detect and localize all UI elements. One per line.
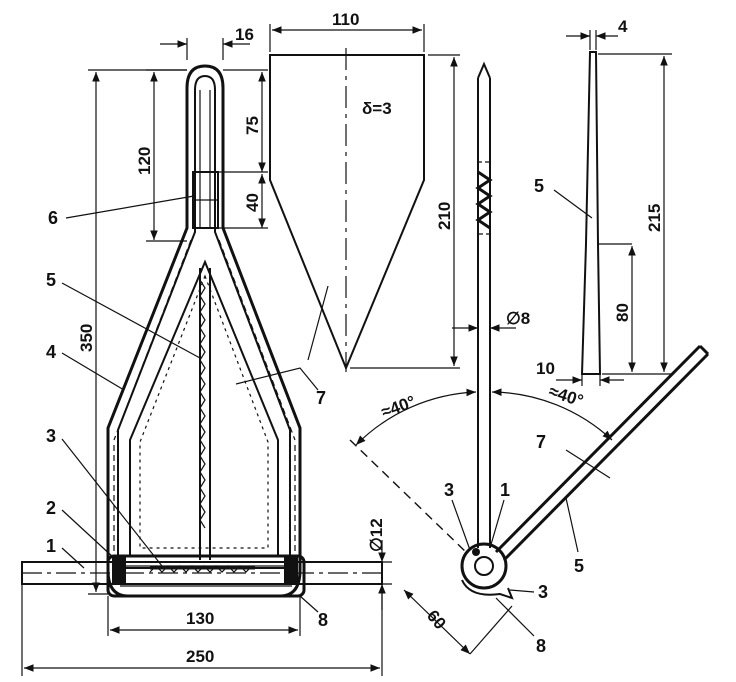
angle-right-label: ≈40° <box>546 382 585 411</box>
dim-10-label: 10 <box>536 359 555 378</box>
side-view: ∅8 ≈40° ≈40° 60 <box>349 61 710 656</box>
dim-16-label: 16 <box>235 25 254 44</box>
dim-8: ∅8 <box>452 309 530 332</box>
part-label-2: 2 <box>46 498 56 518</box>
dim-120: 120 <box>135 69 187 242</box>
thickness-label: δ=3 <box>362 99 392 118</box>
dim-12: ∅12 <box>367 518 392 610</box>
side-dashed-axis <box>349 439 469 555</box>
side-shank <box>475 61 493 548</box>
dim-350-label: 350 <box>77 324 96 352</box>
dim-75: 75 <box>218 69 268 173</box>
side-part-labels: 3 1 3 8 7 5 <box>444 432 611 656</box>
part-label-1: 1 <box>46 536 56 556</box>
dim-210-label: 210 <box>435 202 454 230</box>
dim-16: 16 <box>160 25 254 60</box>
plate-edge-label-5: 5 <box>534 176 544 196</box>
front-part-labels: 6 5 4 3 2 1 8 7 <box>46 195 328 630</box>
dim-250-label: 250 <box>186 647 214 666</box>
dim-110-label: 110 <box>332 10 359 29</box>
side-label-7: 7 <box>536 432 546 452</box>
dim-40: 40 <box>218 174 268 229</box>
dim-80-label: 80 <box>613 303 632 322</box>
part-label-7-front: 7 <box>316 388 326 408</box>
frame-leg-hatching <box>113 239 296 556</box>
side-label-8: 8 <box>536 636 546 656</box>
plate-edge-view: 4 215 80 10 5 <box>534 17 672 386</box>
dim-4-label: 4 <box>618 17 628 36</box>
dim-12-label: ∅12 <box>367 518 386 552</box>
dim-8-label: ∅8 <box>506 309 530 328</box>
side-label-1: 1 <box>500 480 510 500</box>
side-arm <box>494 344 710 562</box>
side-label-3b: 3 <box>538 582 548 602</box>
part-label-6: 6 <box>48 208 58 228</box>
part-label-8: 8 <box>318 610 328 630</box>
dim-130: 130 <box>107 596 301 636</box>
dim-250: 250 <box>21 584 383 676</box>
frame-rod-loop <box>106 64 302 598</box>
dim-120-label: 120 <box>135 147 154 175</box>
dim-130-label: 130 <box>186 609 214 628</box>
fluke-plate: δ=3 110 210 <box>269 10 460 372</box>
angle-arc-left: ≈40° <box>355 388 477 446</box>
side-hub <box>460 542 514 600</box>
center-rod <box>149 268 255 573</box>
dim-75-label: 75 <box>243 116 262 135</box>
dim-215-label: 215 <box>645 204 664 232</box>
dim-60-label: 60 <box>423 606 450 633</box>
angle-left-label: ≈40° <box>379 392 419 422</box>
side-label-5: 5 <box>574 556 584 576</box>
part-label-5: 5 <box>46 270 56 290</box>
dim-350: 350 <box>77 69 187 595</box>
corner-welds <box>112 556 298 584</box>
side-label-3a: 3 <box>444 480 454 500</box>
front-view: 16 350 120 75 40 <box>21 25 392 676</box>
angle-arc-right: ≈40° <box>491 382 613 441</box>
part-label-3: 3 <box>46 426 56 446</box>
part-label-4: 4 <box>46 342 56 362</box>
dim-60: 60 <box>403 589 513 655</box>
dim-40-label: 40 <box>243 193 262 212</box>
stock-bar <box>21 561 383 585</box>
